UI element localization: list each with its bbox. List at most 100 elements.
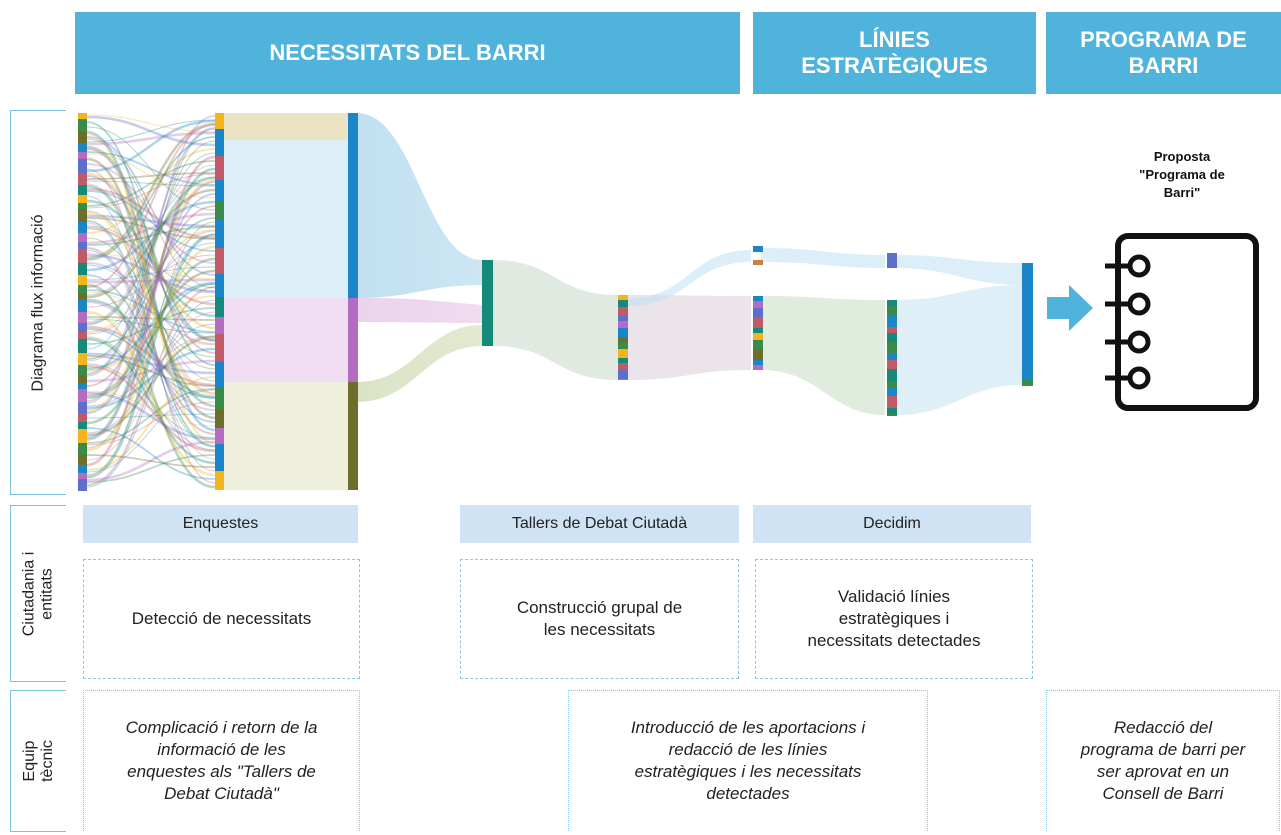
node-segment bbox=[618, 321, 628, 328]
flow-band bbox=[220, 382, 350, 490]
node-segment bbox=[78, 299, 87, 312]
node-segment bbox=[618, 379, 628, 380]
node-segment bbox=[887, 306, 897, 315]
node-segment bbox=[78, 389, 87, 402]
node-segment bbox=[78, 119, 87, 132]
flow-line bbox=[86, 180, 216, 187]
flow-line bbox=[86, 148, 216, 354]
flow-line bbox=[86, 145, 216, 342]
node-segment bbox=[78, 233, 87, 242]
flow-line bbox=[86, 230, 216, 362]
flow-line bbox=[86, 254, 216, 308]
node-bar-final bbox=[1022, 263, 1033, 385]
flow-line bbox=[86, 229, 216, 333]
node-segment bbox=[887, 396, 897, 408]
flow-line bbox=[86, 310, 216, 477]
node-segment bbox=[753, 365, 763, 370]
node-segment bbox=[753, 360, 763, 365]
flow-line bbox=[86, 211, 216, 396]
flow-line bbox=[86, 187, 216, 240]
flow-line bbox=[86, 173, 216, 209]
flow-line bbox=[86, 233, 216, 479]
flow-line bbox=[86, 136, 216, 276]
box-introduccio-line3: estratègiques i les necessitats bbox=[634, 762, 862, 781]
node-bar-category-olive bbox=[348, 382, 358, 490]
flow-line bbox=[86, 281, 216, 371]
box-construccio: Construcció grupal de les necessitats bbox=[460, 559, 739, 679]
flow-line bbox=[86, 299, 216, 488]
flow-line bbox=[86, 212, 216, 245]
flow-line bbox=[86, 172, 216, 180]
row-label-equip: Equip tècnic bbox=[10, 690, 66, 832]
flow-line bbox=[86, 183, 216, 394]
node-segment bbox=[78, 113, 87, 119]
node-segment bbox=[215, 180, 224, 201]
flow-line bbox=[86, 318, 216, 334]
node-segment bbox=[753, 328, 763, 333]
proposta-label: Proposta "Programa de Barri" bbox=[1120, 148, 1244, 202]
flow-line bbox=[86, 152, 216, 350]
node-segment bbox=[215, 387, 224, 409]
flow-line bbox=[86, 413, 216, 419]
box-compilacio: Complicació i retorn de la informació de… bbox=[83, 690, 360, 831]
box-validacio: Validació línies estratègiques i necessi… bbox=[755, 559, 1033, 679]
node-segment bbox=[78, 383, 87, 389]
flow-line bbox=[86, 214, 216, 228]
row-label-equip-text: Equip tècnic bbox=[20, 740, 56, 782]
flow-line bbox=[86, 266, 216, 281]
flow-line bbox=[86, 454, 216, 483]
label-decidim-text: Decidim bbox=[863, 515, 921, 532]
flow-line bbox=[86, 289, 216, 333]
node-bar-source-segments bbox=[78, 113, 87, 491]
header-programa-line2: BARRI bbox=[1128, 53, 1199, 78]
flow-line bbox=[86, 225, 216, 292]
node-bar-final-base bbox=[1022, 380, 1033, 386]
flow-line bbox=[86, 133, 216, 444]
node-segment bbox=[887, 333, 897, 342]
flow-band bbox=[220, 113, 350, 298]
flow-line bbox=[86, 337, 216, 465]
flow-line bbox=[86, 286, 216, 486]
flow-line bbox=[86, 283, 216, 489]
node-segment bbox=[78, 285, 87, 293]
node-segment bbox=[215, 129, 224, 156]
node-segment bbox=[78, 195, 87, 203]
proposta-line2: "Programa de bbox=[1139, 167, 1225, 182]
node-segment bbox=[78, 353, 87, 365]
flow-line bbox=[86, 278, 216, 284]
header-necessitats-text: NECESSITATS DEL BARRI bbox=[269, 40, 546, 65]
node-segment bbox=[618, 295, 628, 300]
node-segment bbox=[887, 414, 897, 416]
node-segment bbox=[78, 413, 87, 422]
flow-line bbox=[86, 237, 216, 370]
flow-line bbox=[86, 311, 216, 461]
box-validacio-line1: Validació línies bbox=[837, 587, 951, 606]
flow-line bbox=[86, 157, 216, 420]
flow-diagram bbox=[78, 113, 1033, 491]
node-segment bbox=[753, 301, 763, 308]
label-decidim: Decidim bbox=[753, 505, 1031, 543]
flow-line bbox=[86, 199, 216, 318]
flow-line bbox=[86, 172, 216, 330]
dense-flow-lines bbox=[86, 114, 216, 489]
node-bar-decidim bbox=[887, 300, 897, 416]
node-segment bbox=[215, 317, 224, 334]
flow-line bbox=[86, 316, 216, 321]
node-segment bbox=[78, 473, 87, 479]
node-bar-linies-top-blue bbox=[753, 246, 763, 252]
node-segment bbox=[887, 360, 897, 369]
box-introduccio-line2: redacció de les línies bbox=[668, 740, 828, 759]
node-segment bbox=[887, 381, 897, 387]
node-segment bbox=[215, 409, 224, 428]
node-segment bbox=[215, 274, 224, 297]
node-segment bbox=[215, 334, 224, 362]
flow-band bbox=[493, 260, 618, 380]
row-label-diagrama-text: Diagrama flux informació bbox=[29, 214, 47, 391]
flow-band bbox=[895, 285, 1022, 415]
flow-line bbox=[86, 128, 216, 404]
node-segment bbox=[78, 312, 87, 323]
flow-line bbox=[86, 245, 216, 452]
flow-line bbox=[86, 193, 216, 414]
flow-line bbox=[86, 221, 216, 476]
node-segment bbox=[887, 327, 897, 333]
